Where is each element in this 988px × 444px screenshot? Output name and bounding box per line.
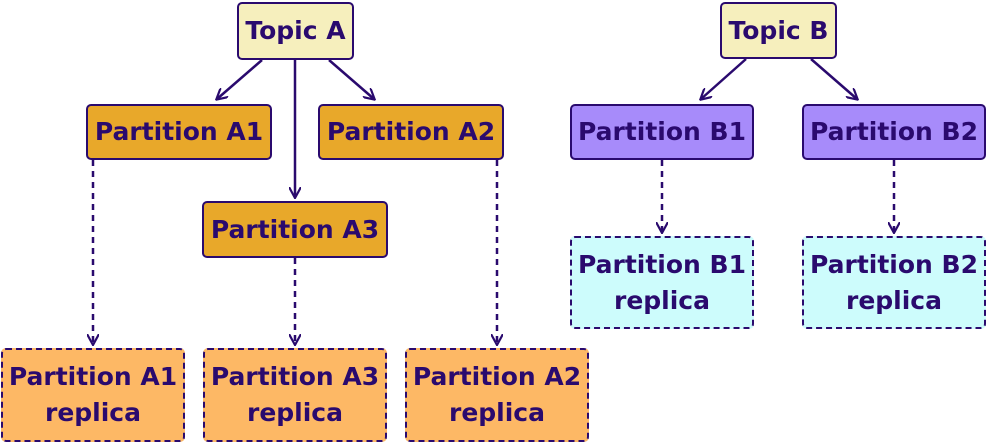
edge-topic-a-to-partition-a1 bbox=[217, 59, 263, 99]
replica-b1-node: Partition B1 replica bbox=[570, 236, 754, 329]
partition-a1-label: Partition A1 bbox=[94, 117, 264, 146]
edge-topic-b-to-partition-b1 bbox=[701, 58, 747, 99]
edge-topic-a-to-partition-a2 bbox=[328, 59, 374, 99]
replica-b2-title: Partition B2 bbox=[809, 249, 979, 279]
partition-b1-node: Partition B1 bbox=[570, 104, 754, 160]
replica-a2-title: Partition A2 bbox=[412, 362, 582, 391]
replica-a1-title: Partition A1 bbox=[8, 362, 178, 391]
replica-a1-subtitle: replica bbox=[44, 398, 141, 427]
partition-a3-node: Partition A3 bbox=[202, 201, 388, 258]
partition-a1-node: Partition A1 bbox=[86, 104, 272, 160]
partition-a3-label: Partition A3 bbox=[210, 214, 380, 244]
edge-topic-b-to-partition-b2 bbox=[810, 58, 857, 99]
replica-a2-subtitle: replica bbox=[448, 398, 545, 427]
replica-b1-title: Partition B1 bbox=[577, 249, 747, 279]
partition-a2-label: Partition A2 bbox=[326, 117, 496, 146]
partition-a2-node: Partition A2 bbox=[318, 104, 504, 160]
replica-a3-node: Partition A3 replica bbox=[203, 348, 387, 442]
topic-a-label: Topic A bbox=[245, 16, 346, 45]
topic-b-node: Topic B bbox=[720, 2, 837, 59]
replica-a2-node: Partition A2 replica bbox=[405, 348, 589, 442]
topic-b-label: Topic B bbox=[728, 15, 829, 45]
replica-a3-title: Partition A3 bbox=[210, 362, 380, 391]
replica-a3-subtitle: replica bbox=[246, 398, 343, 427]
partition-b2-label: Partition B2 bbox=[809, 117, 979, 146]
partition-b2-node: Partition B2 bbox=[802, 104, 986, 160]
replica-b2-subtitle: replica bbox=[845, 285, 942, 315]
replica-a1-node: Partition A1 replica bbox=[1, 348, 185, 442]
topic-a-node: Topic A bbox=[237, 2, 354, 60]
replica-b2-node: Partition B2 replica bbox=[802, 236, 986, 329]
partition-b1-label: Partition B1 bbox=[577, 117, 747, 146]
replica-b1-subtitle: replica bbox=[613, 285, 710, 315]
